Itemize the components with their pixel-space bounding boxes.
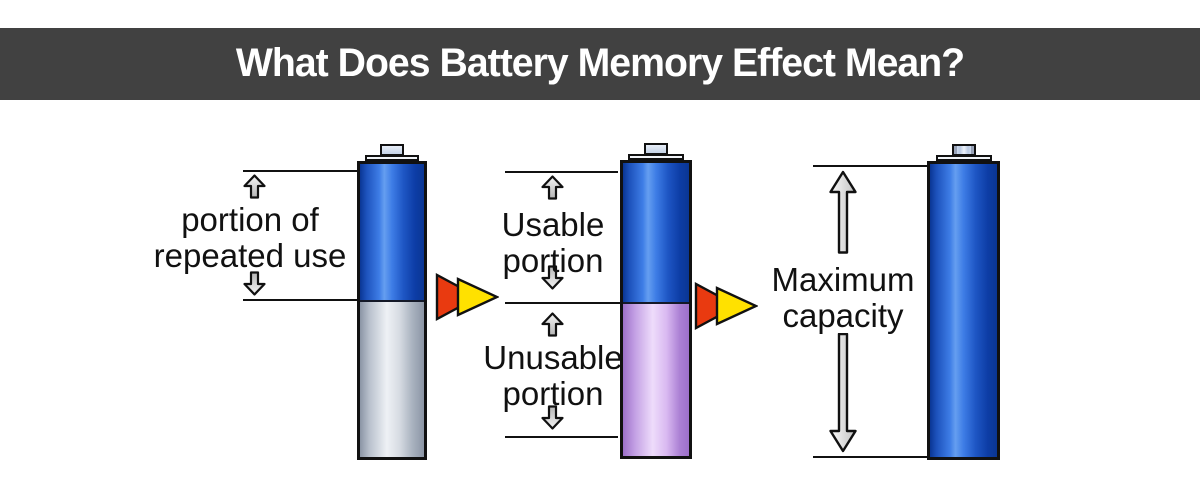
- label-usable-portion: Usable portion: [443, 207, 663, 279]
- segment-usable-portion: [623, 163, 689, 304]
- page-title: What Does Battery Memory Effect Mean?: [235, 41, 965, 85]
- label-line: capacity: [782, 297, 904, 334]
- down-arrow-icon: [541, 405, 564, 430]
- battery-body: [620, 160, 692, 459]
- battery-top-plate: [935, 155, 992, 161]
- battery-top-plate: [365, 155, 419, 161]
- segment-unusable-portion: [623, 304, 689, 456]
- battery-terminal-cap: [380, 144, 404, 155]
- up-arrow-icon: [541, 312, 564, 337]
- dimension-line-bottom: [813, 456, 927, 458]
- up-arrow-icon: [541, 175, 564, 200]
- label-line: portion of: [181, 201, 319, 238]
- label-line: Unusable: [483, 339, 623, 376]
- up-arrow-icon: [243, 174, 266, 199]
- battery-top-plate: [628, 154, 684, 160]
- long-up-arrow-icon: [829, 170, 857, 254]
- label-unusable-portion: Unusable portion: [443, 340, 663, 412]
- double-chevron-right-icon: [435, 272, 499, 322]
- dimension-line-top: [813, 165, 927, 167]
- dimension-line-middle: [505, 302, 622, 304]
- label-line: Maximum: [771, 261, 915, 298]
- segment-unused: [360, 302, 424, 457]
- dimension-line-bottom: [505, 436, 618, 438]
- segment-maximum-capacity: [930, 164, 997, 457]
- label-line: portion: [502, 242, 604, 279]
- down-arrow-icon: [243, 271, 266, 296]
- battery-body: [927, 161, 1000, 460]
- dimension-line-bottom: [243, 299, 357, 301]
- battery-body: [357, 161, 427, 460]
- label-line: Usable: [501, 206, 605, 243]
- long-down-arrow-icon: [829, 333, 857, 453]
- dimension-line-top: [505, 171, 618, 173]
- dimension-line-top: [243, 170, 357, 172]
- label-line: repeated use: [153, 237, 347, 274]
- label-line: portion: [502, 375, 604, 412]
- battery-before-use: [357, 144, 427, 460]
- battery-terminal-cap: [951, 144, 976, 155]
- segment-repeated-use: [360, 164, 424, 302]
- title-banner: What Does Battery Memory Effect Mean?: [0, 28, 1200, 100]
- label-maximum-capacity: Maximum capacity: [723, 262, 963, 334]
- battery-full-capacity: [927, 144, 1000, 460]
- battery-terminal-cap: [644, 143, 668, 154]
- double-chevron-right-icon: [694, 281, 758, 331]
- battery-memory-effect: [620, 143, 692, 459]
- down-arrow-icon: [541, 265, 564, 290]
- label-repeated-use: portion of repeated use: [118, 202, 382, 274]
